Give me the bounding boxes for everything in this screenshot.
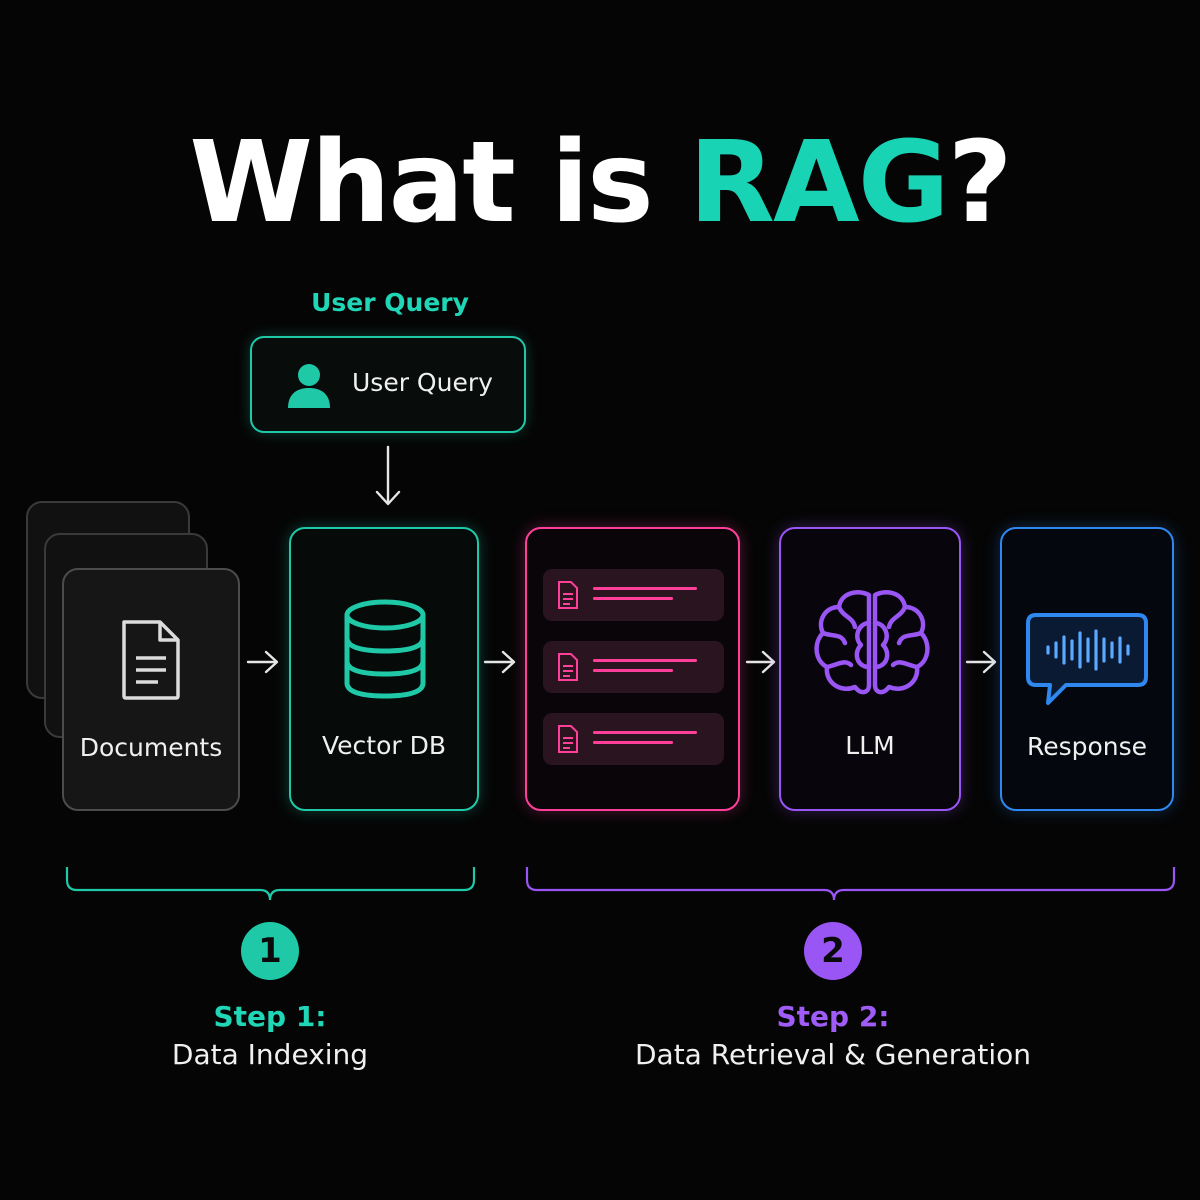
title-accent: RAG bbox=[688, 118, 950, 248]
arrow-docs-to-vector bbox=[246, 650, 279, 674]
user-icon bbox=[288, 364, 330, 408]
response-card: Response bbox=[1000, 527, 1174, 811]
vector-db-label: Vector DB bbox=[321, 731, 446, 760]
step1-number-badge: 1 bbox=[241, 922, 299, 980]
step2-title: Step 2: bbox=[776, 1000, 890, 1033]
documents-card: Documents bbox=[62, 568, 240, 811]
database-icon bbox=[344, 599, 426, 699]
step1-brace bbox=[65, 867, 476, 901]
speech-bubble-waveform-icon bbox=[1026, 613, 1148, 705]
document-icon bbox=[558, 581, 578, 609]
retrieved-chunk bbox=[543, 713, 724, 765]
title-suffix: ? bbox=[947, 118, 1013, 248]
retrieved-chunks-card bbox=[525, 527, 740, 811]
arrow-vector-to-chunks bbox=[483, 650, 516, 674]
user-query-box: User Query bbox=[250, 336, 526, 433]
retrieved-chunk bbox=[543, 641, 724, 693]
documents-label: Documents bbox=[79, 733, 223, 762]
page-title: What is RAG? bbox=[0, 118, 1200, 248]
brain-icon bbox=[814, 590, 930, 695]
vector-db-card: Vector DB bbox=[289, 527, 479, 811]
step1-subtitle: Data Indexing bbox=[171, 1038, 369, 1071]
document-icon bbox=[558, 653, 578, 681]
arrow-chunks-to-llm bbox=[745, 650, 776, 674]
user-query-label: User Query bbox=[352, 368, 493, 397]
arrow-llm-to-response bbox=[965, 650, 997, 674]
retrieved-chunk bbox=[543, 569, 724, 621]
title-main: What is bbox=[189, 118, 689, 248]
arrow-query-to-vector bbox=[375, 445, 401, 506]
llm-card: LLM bbox=[779, 527, 961, 811]
step2-number-badge: 2 bbox=[804, 922, 862, 980]
step2-subtitle: Data Retrieval & Generation bbox=[634, 1038, 1032, 1071]
user-query-caption: User Query bbox=[311, 288, 469, 317]
document-icon bbox=[122, 620, 180, 700]
llm-label: LLM bbox=[845, 731, 895, 760]
step2-brace bbox=[525, 867, 1176, 901]
step1-title: Step 1: bbox=[213, 1000, 327, 1033]
response-label: Response bbox=[1026, 732, 1148, 761]
document-icon bbox=[558, 725, 578, 753]
